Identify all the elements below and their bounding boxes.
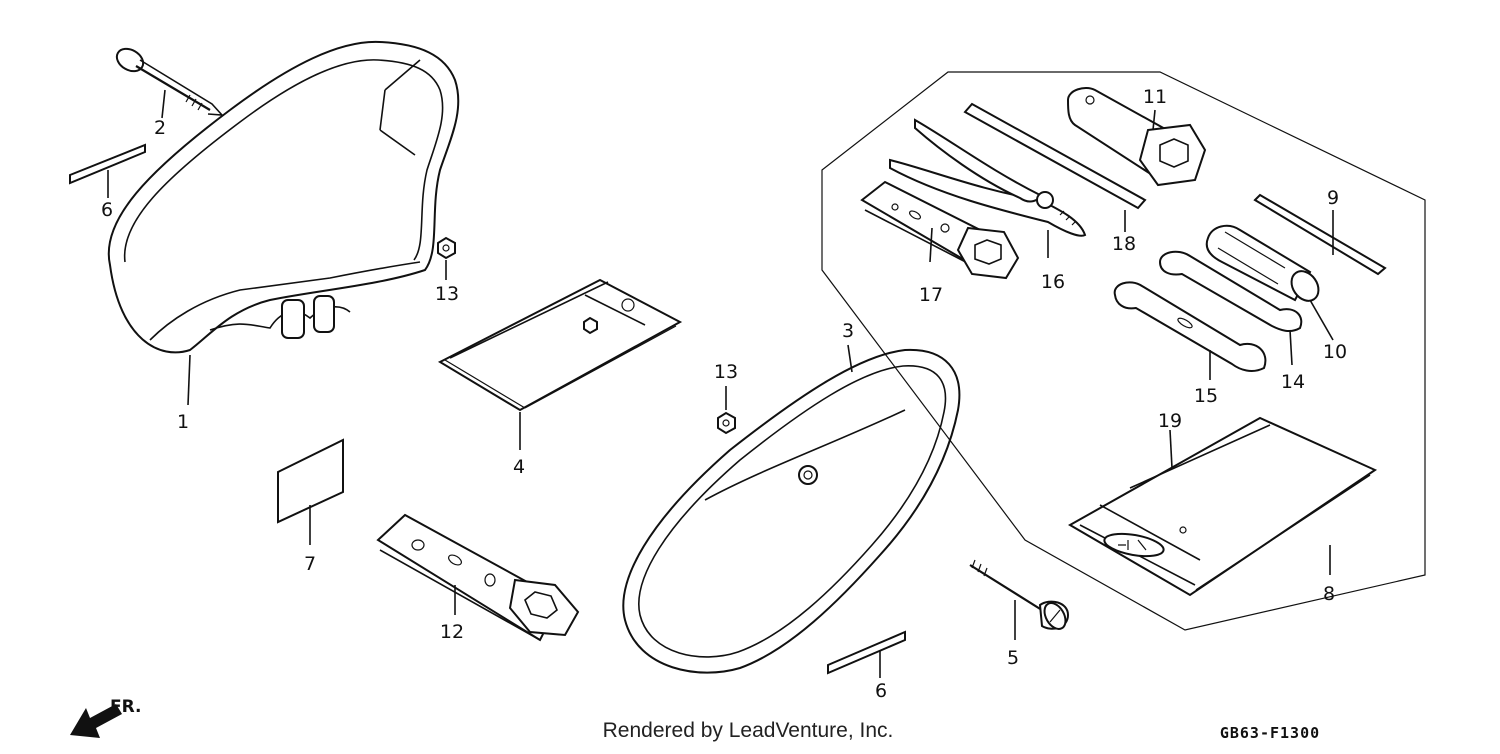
front-direction-label: FR. bbox=[110, 697, 141, 717]
screw-2 bbox=[115, 47, 224, 119]
tool-kit-boundary bbox=[821, 71, 1426, 631]
nut-13-upper bbox=[437, 236, 456, 280]
wrench-14 bbox=[1158, 250, 1303, 366]
wrench-15 bbox=[1113, 281, 1267, 380]
callout-14: 14 bbox=[1281, 371, 1305, 393]
callout-10: 10 bbox=[1323, 341, 1347, 363]
screwdriver-handle-10 bbox=[1205, 224, 1334, 341]
callout-2: 2 bbox=[154, 117, 166, 139]
callout-11: 11 bbox=[1143, 86, 1167, 108]
callout-6-upper: 6 bbox=[101, 199, 113, 221]
callout-16: 16 bbox=[1041, 271, 1065, 293]
label-7 bbox=[277, 438, 344, 545]
front-direction-arrow: FR. bbox=[70, 697, 141, 738]
pliers-16 bbox=[889, 118, 1087, 258]
handle-bar-18 bbox=[963, 102, 1147, 232]
credit-text: Rendered by LeadVenture, Inc. bbox=[603, 719, 894, 742]
nut-13-lower bbox=[717, 386, 736, 435]
callout-6-lower: 6 bbox=[875, 680, 887, 702]
tool-pouch-19 bbox=[1067, 416, 1378, 597]
strip-6-upper bbox=[69, 143, 146, 198]
strip-6-lower bbox=[827, 630, 906, 678]
callout-13-upper: 13 bbox=[435, 283, 459, 305]
callout-1: 1 bbox=[177, 411, 189, 433]
callout-15: 15 bbox=[1194, 385, 1218, 407]
callout-18: 18 bbox=[1112, 233, 1136, 255]
spark-plug-wrench-11 bbox=[1066, 87, 1207, 187]
drawing-code: GB63-F1300 bbox=[1220, 724, 1320, 742]
callout-9: 9 bbox=[1327, 187, 1339, 209]
callout-12: 12 bbox=[440, 621, 464, 643]
callout-19: 19 bbox=[1158, 410, 1182, 432]
screw-5 bbox=[969, 559, 1070, 640]
callout-7: 7 bbox=[304, 553, 316, 575]
callout-13-lower: 13 bbox=[714, 361, 738, 383]
callout-3: 3 bbox=[842, 320, 854, 342]
box-wrench-17 bbox=[860, 180, 1020, 280]
tool-bag-4 bbox=[437, 278, 683, 450]
callout-labels: 1 2 3 4 5 6 6 7 8 9 10 11 12 13 13 14 15… bbox=[101, 86, 1347, 702]
callout-4: 4 bbox=[513, 456, 525, 478]
right-side-cover bbox=[622, 344, 961, 674]
screwdriver-shaft-9 bbox=[1253, 193, 1387, 276]
left-side-cover bbox=[107, 40, 460, 406]
callout-8: 8 bbox=[1323, 583, 1335, 605]
callout-17: 17 bbox=[919, 284, 943, 306]
callout-5: 5 bbox=[1007, 647, 1019, 669]
box-wrench-12 bbox=[376, 513, 580, 642]
